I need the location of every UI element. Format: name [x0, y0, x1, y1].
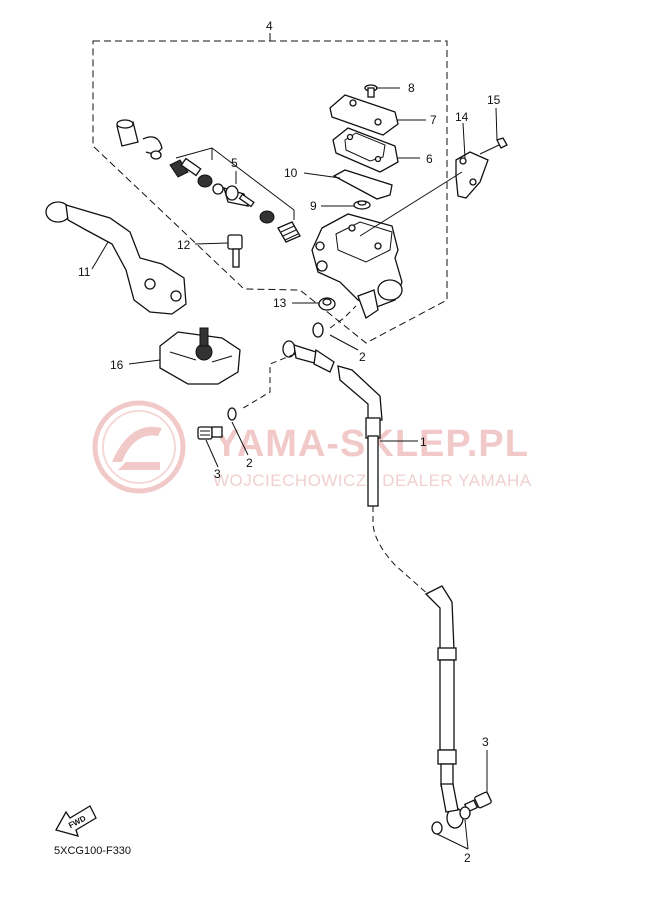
callout-label: 2 — [464, 851, 471, 865]
callout-label: 12 — [177, 238, 191, 252]
reservoir-cap — [329, 94, 399, 136]
callout-label: 15 — [487, 93, 501, 107]
callout-label: 5 — [231, 156, 238, 170]
screw-part — [364, 84, 378, 98]
diaphragm — [332, 169, 393, 200]
bolt-part — [197, 426, 223, 440]
washer — [312, 322, 324, 338]
callout-label: 9 — [310, 199, 317, 213]
callout-label: 10 — [284, 166, 298, 180]
callout-label: 6 — [426, 152, 433, 166]
washer — [431, 821, 443, 835]
callout-label: 1 — [420, 435, 427, 449]
piston-kit — [116, 119, 301, 243]
callout-label: 2 — [359, 350, 366, 364]
callout-label: 2 — [246, 456, 253, 470]
brake-lever — [45, 201, 187, 315]
bolt-part — [479, 137, 508, 155]
callout-label: 14 — [455, 110, 469, 124]
forward-arrow-icon: FWD — [55, 805, 97, 837]
callout-label: 3 — [482, 735, 489, 749]
float-plate — [353, 200, 371, 210]
callout-label: 11 — [78, 265, 91, 279]
callout-label: 16 — [110, 358, 124, 372]
hose-fitting — [282, 340, 335, 373]
leader-lines — [91, 87, 498, 850]
master-cylinder-body — [311, 213, 403, 319]
diaphragm-holder — [332, 127, 399, 173]
lever-holder — [159, 327, 241, 385]
washer — [459, 806, 471, 820]
callout-label: 7 — [430, 113, 437, 127]
diagram-code: 5XCG100-F330 — [54, 845, 131, 857]
callout-label: 8 — [408, 81, 415, 95]
callouts: 4 8 15 7 14 6 5 10 9 12 11 13 2 16 1 2 3… — [78, 19, 501, 865]
bushing — [318, 297, 336, 311]
brake-hose — [337, 365, 464, 829]
callout-label: 13 — [273, 296, 287, 310]
callout-label: 4 — [266, 19, 273, 33]
washer — [227, 407, 237, 421]
watermark-logo — [92, 400, 186, 494]
assembly-boundary — [92, 40, 448, 344]
holder-bracket — [455, 151, 489, 199]
watermark: YAMA-SKLEP.PL WOJCIECHOWICZ | DEALER YAM… — [92, 400, 531, 494]
callout-label: 3 — [214, 467, 221, 481]
bolt-part — [227, 234, 243, 268]
